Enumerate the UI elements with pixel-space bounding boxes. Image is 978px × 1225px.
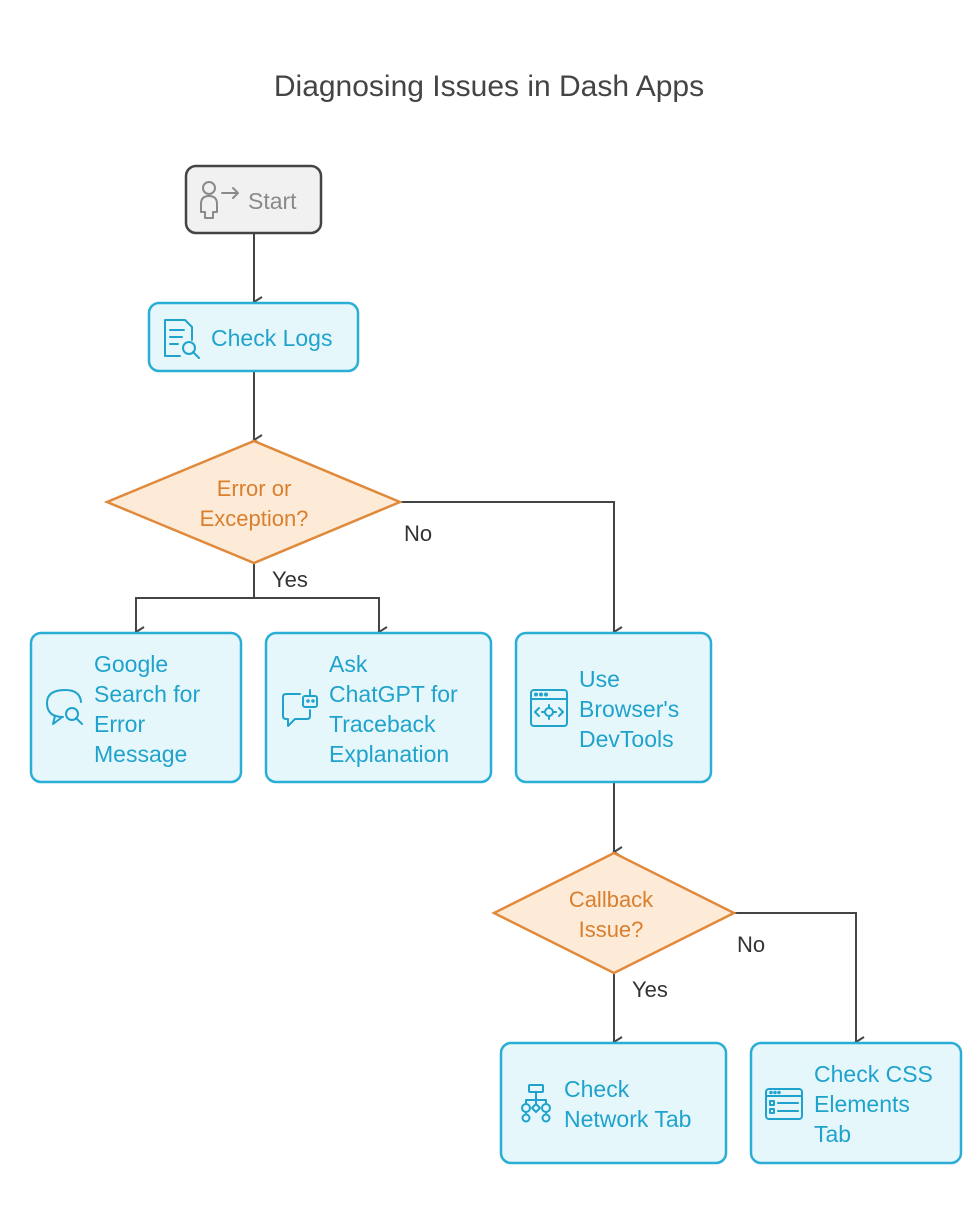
diagram-title: Diagnosing Issues in Dash Apps	[274, 70, 704, 103]
node-google: Google Search for Error Message	[29, 631, 243, 784]
edge-error-yes-split	[134, 563, 255, 638]
edge-callback-no-to-css	[734, 912, 865, 1048]
chatgpt-line-2: ChatGPT for	[329, 681, 458, 707]
node-callback-decision: Callback Issue?	[491, 851, 737, 975]
browser-list-icon	[765, 1088, 803, 1120]
chat-bot-icon	[282, 689, 318, 727]
css-line-1: Check CSS	[814, 1061, 933, 1087]
edge-label-callback-no: No	[737, 932, 765, 957]
chatgpt-line-1: Ask	[329, 651, 368, 677]
network-hierarchy-icon	[521, 1084, 551, 1123]
devtools-line-3: DevTools	[579, 726, 674, 752]
node-error-decision: Error or Exception?	[103, 439, 404, 565]
check-logs-label: Check Logs	[211, 325, 332, 351]
node-chatgpt: Ask ChatGPT for Traceback Explanation	[264, 631, 493, 784]
network-line-2: Network Tab	[564, 1106, 691, 1132]
callback-decision-line-2: Issue?	[579, 917, 644, 942]
error-decision-line-2: Exception?	[200, 506, 309, 531]
chatgpt-line-3: Traceback	[329, 711, 436, 737]
node-start: Start	[184, 164, 323, 235]
google-line-1: Google	[94, 651, 168, 677]
node-network: Check Network Tab	[499, 1041, 728, 1165]
edges	[134, 234, 865, 1048]
callback-decision-line-1: Callback	[569, 887, 654, 912]
edge-error-no-to-devtools	[400, 501, 623, 638]
browser-gear-icon	[530, 689, 568, 727]
edge-error-yes-to-chatgpt	[254, 597, 388, 638]
node-devtools: Use Browser's DevTools	[514, 631, 713, 784]
node-check-logs: Check Logs	[147, 301, 360, 373]
error-decision-line-1: Error or	[217, 476, 292, 501]
css-line-3: Tab	[814, 1121, 851, 1147]
network-line-1: Check	[564, 1076, 630, 1102]
edge-label-error-yes: Yes	[272, 567, 308, 592]
document-search-icon	[164, 319, 200, 359]
css-line-2: Elements	[814, 1091, 910, 1117]
chat-search-icon	[46, 689, 83, 725]
node-css: Check CSS Elements Tab	[749, 1041, 963, 1165]
chatgpt-line-4: Explanation	[329, 741, 449, 767]
google-line-4: Message	[94, 741, 187, 767]
start-label: Start	[248, 188, 297, 214]
edge-label-error-no: No	[404, 521, 432, 546]
person-arrow-icon	[200, 181, 239, 219]
edge-label-callback-yes: Yes	[632, 977, 668, 1002]
google-line-3: Error	[94, 711, 145, 737]
google-line-2: Search for	[94, 681, 200, 707]
devtools-line-1: Use	[579, 666, 620, 692]
devtools-line-2: Browser's	[579, 696, 679, 722]
